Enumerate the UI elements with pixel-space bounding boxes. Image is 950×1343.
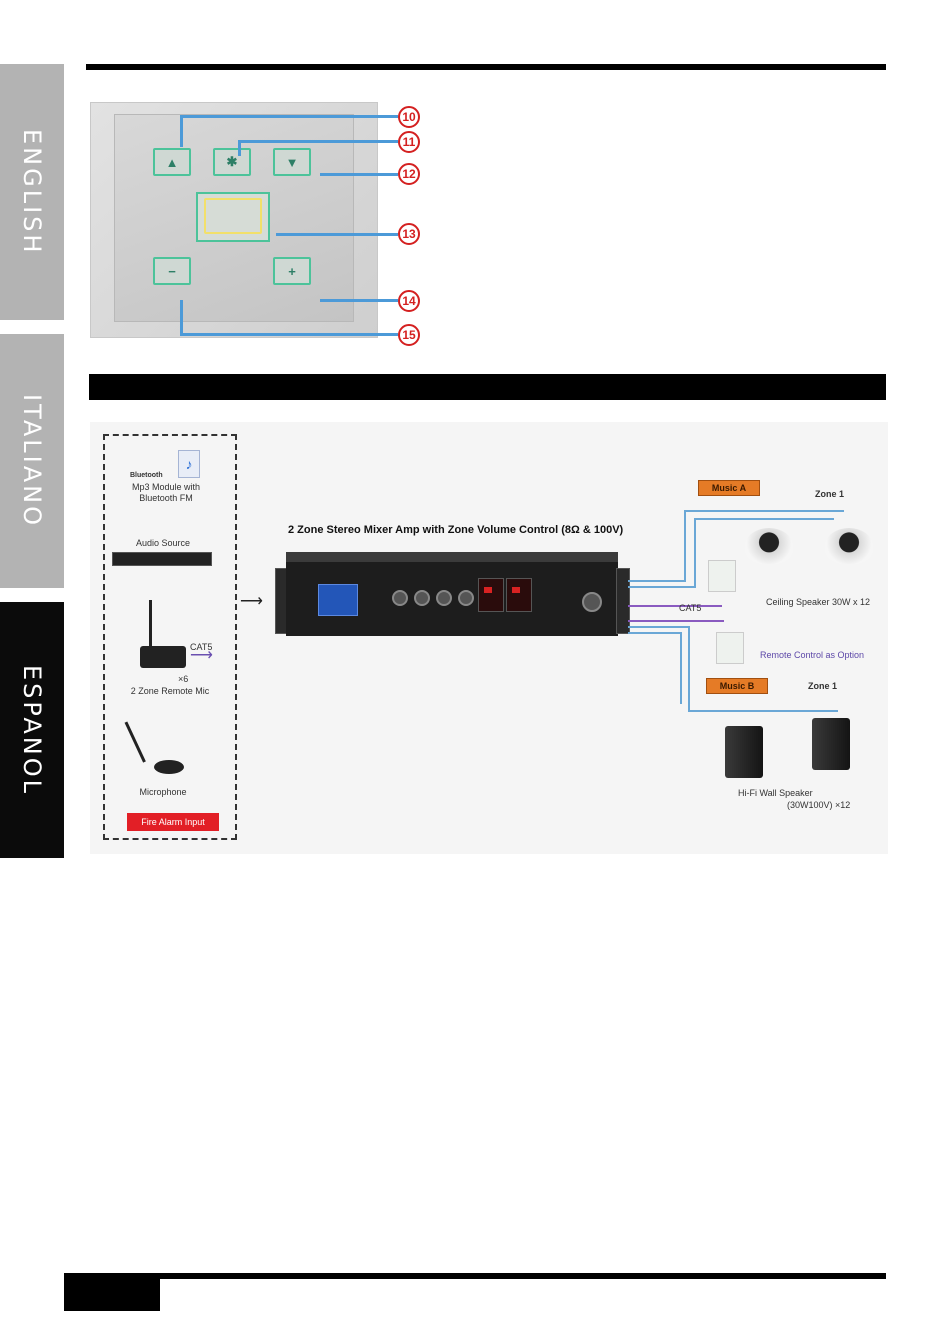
up-arrow-icon: ▲	[165, 154, 179, 170]
remote-mic-base	[140, 646, 186, 668]
plus-icon: +	[288, 263, 296, 279]
volume-up-button-graphic: +	[273, 257, 311, 285]
remote-wall-plate-option	[716, 632, 744, 664]
amp-knob	[436, 590, 452, 606]
wire	[688, 626, 690, 712]
remote-mic-label: 2 Zone Remote Mic	[130, 686, 210, 696]
cat5-wire	[628, 605, 722, 607]
wire	[694, 518, 834, 520]
audio-source-device	[112, 552, 212, 566]
ceiling-speaker	[745, 528, 793, 564]
wall-speaker	[725, 726, 763, 778]
bluetooth-button-graphic: ✱	[213, 148, 251, 176]
microphone-label: Microphone	[139, 787, 187, 797]
wire	[684, 510, 686, 582]
tab-english[interactable]: ENGLISH	[0, 64, 64, 320]
music-a-tag: Music A	[698, 480, 760, 496]
cat5-left-label: CAT5	[190, 642, 213, 652]
wire	[628, 586, 694, 588]
sources-to-amp-arrow-icon: ⟶	[240, 593, 263, 610]
remote-mic-gooseneck	[149, 600, 152, 648]
callout-line-10-drop	[180, 115, 183, 147]
tab-espanol[interactable]: ESPANOL	[0, 602, 64, 858]
wall-speaker-spec: (30W100V) ×12	[787, 800, 851, 810]
amp-zone-meter	[506, 578, 532, 612]
amp-title: 2 Zone Stereo Mixer Amp with Zone Volume…	[288, 524, 624, 536]
callout-line-11-drop	[238, 140, 241, 156]
zone-a-label: Zone 1	[815, 489, 845, 499]
bottom-rule	[64, 1273, 886, 1279]
wire	[680, 632, 682, 704]
callout-line-12	[320, 173, 398, 176]
mp3-file-icon: ♪	[178, 450, 200, 478]
mic-count-label: ×6	[178, 674, 189, 684]
callout-13: 13	[398, 223, 420, 245]
callout-line-15	[180, 333, 398, 336]
volume-down-button-graphic: −	[153, 257, 191, 285]
amp-zone-meter	[478, 578, 504, 612]
mp3-module-label: Mp3 Module with Bluetooth FM	[131, 482, 201, 503]
cat5-wire	[628, 620, 724, 622]
source-up-button-graphic: ▲	[153, 148, 191, 176]
amp-display	[318, 584, 358, 616]
callout-10: 10	[398, 106, 420, 128]
wire	[684, 510, 844, 512]
music-b-tag: Music B	[706, 678, 768, 694]
wire	[688, 710, 838, 712]
wire	[628, 632, 680, 634]
ceiling-speaker-label: Ceiling Speaker 30W x 12	[766, 597, 871, 607]
cat5-right-label: CAT5	[679, 603, 702, 613]
input-sources-box	[103, 434, 237, 840]
callout-12: 12	[398, 163, 420, 185]
fire-alarm-input-tag: Fire Alarm Input	[127, 813, 219, 831]
bluetooth-logo: Bluetooth	[130, 472, 163, 479]
callout-line-11	[238, 140, 398, 143]
wire	[628, 626, 688, 628]
wire	[694, 518, 696, 588]
amp-master-knob	[582, 592, 602, 612]
audio-source-label: Audio Source	[135, 538, 191, 548]
microphone-base	[154, 760, 184, 774]
callout-line-15-rise	[180, 300, 183, 335]
tab-italiano-label: ITALIANO	[18, 393, 46, 528]
callout-line-13	[276, 233, 398, 236]
section-header-bar	[89, 374, 886, 400]
tab-english-label: ENGLISH	[18, 128, 46, 256]
callout-11: 11	[398, 131, 420, 153]
callout-14: 14	[398, 290, 420, 312]
down-arrow-icon: ▼	[285, 154, 299, 170]
panel-display-digit	[204, 198, 262, 234]
zone-b-label: Zone 1	[808, 681, 838, 691]
callout-line-14	[320, 299, 398, 302]
tab-espanol-label: ESPANOL	[18, 664, 46, 796]
page-number-block	[64, 1279, 160, 1311]
callout-15: 15	[398, 324, 420, 346]
wire	[628, 580, 684, 582]
remote-wall-plate	[708, 560, 736, 592]
remote-control-label: Remote Control as Option	[760, 650, 865, 660]
wall-speaker	[812, 718, 850, 770]
ceiling-speaker	[825, 528, 873, 564]
minus-icon: −	[168, 263, 176, 279]
amp-knob	[458, 590, 474, 606]
top-rule	[86, 64, 886, 70]
callout-line-10	[180, 115, 398, 118]
source-down-button-graphic: ▼	[273, 148, 311, 176]
amp-knob	[414, 590, 430, 606]
amp-knob	[392, 590, 408, 606]
cat5-arrow-icon: ⟶	[190, 647, 213, 664]
amp-rack-ear-right	[616, 568, 630, 634]
tab-italiano[interactable]: ITALIANO	[0, 334, 64, 588]
wall-speaker-label: Hi-Fi Wall Speaker	[738, 788, 813, 798]
bluetooth-icon: ✱	[226, 154, 238, 169]
